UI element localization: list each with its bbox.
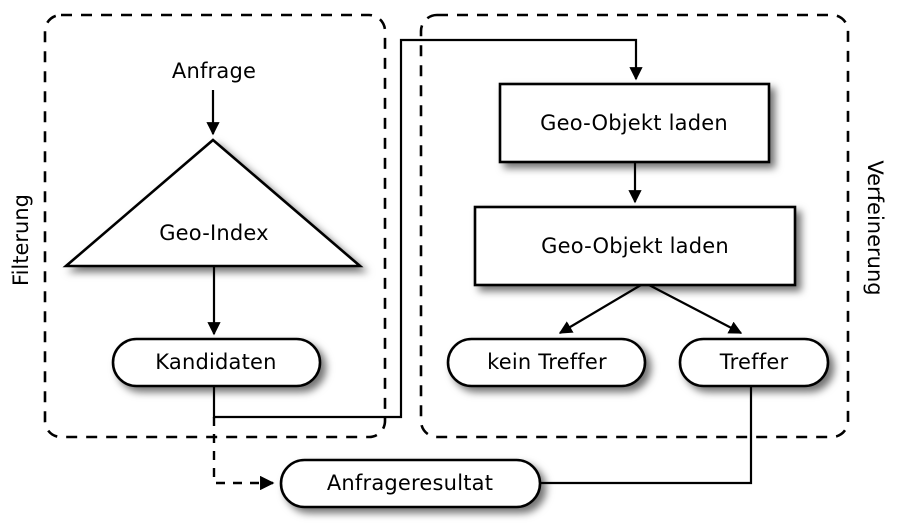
- node-geo-index: [62, 138, 364, 268]
- edge-geo-objekt-laden-2-to-kein-treffer: [558, 284, 642, 334]
- node-treffer: [678, 337, 830, 388]
- node-label-anfrage: Anfrage: [172, 59, 256, 83]
- node-anfrageresultat: [279, 458, 542, 509]
- node-label-geo-objekt-laden-1: Geo-Objekt laden: [540, 111, 728, 135]
- node-geo-objekt-laden-1: [498, 82, 771, 164]
- node-label-geo-index: Geo-Index: [159, 221, 269, 245]
- edge-treffer-to-anfrageresultat: [541, 385, 753, 485]
- node-label-anfrageresultat: Anfrageresultat: [327, 471, 493, 495]
- node-label-kandidaten: Kandidaten: [155, 350, 276, 374]
- group-label-verfeinerung: Verfeinerung: [863, 160, 887, 295]
- edge-geo-objekt-laden-2-to-treffer: [648, 284, 743, 334]
- edge-kandidaten-to-anfrageresultat: [212, 417, 275, 491]
- node-label-geo-objekt-laden-2: Geo-Objekt laden: [541, 234, 729, 258]
- node-label-treffer: Treffer: [719, 350, 789, 374]
- node-kandidaten: [111, 337, 322, 388]
- node-geo-objekt-laden-2: [473, 205, 797, 287]
- group-label-filterung: Filterung: [9, 194, 33, 286]
- group-box-verfeinerung: [419, 13, 850, 439]
- node-kein-treffer: [446, 337, 647, 388]
- edge-kandidaten-to-geo-objekt-laden-1: [212, 38, 643, 419]
- node-label-kein-treffer: kein Treffer: [487, 350, 607, 374]
